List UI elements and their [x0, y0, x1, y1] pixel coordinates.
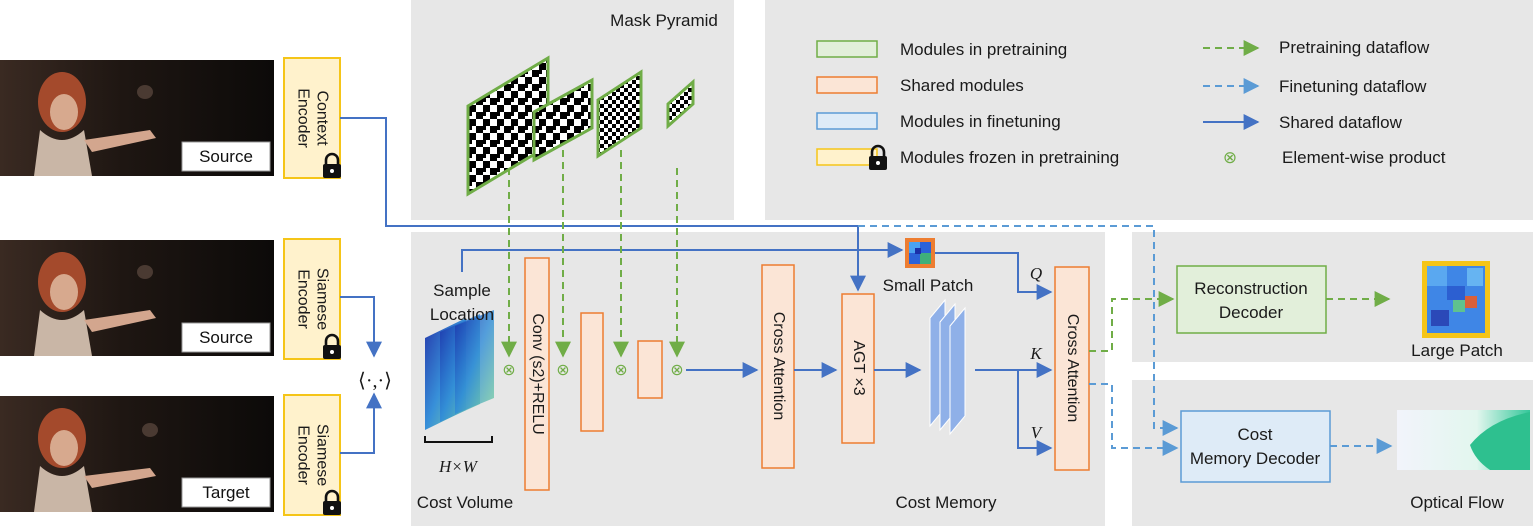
- siamese-encoder-1-label: SiameseEncoder: [294, 268, 330, 330]
- product-icon: ⊗: [614, 362, 627, 379]
- siamese-encoder-1: SiameseEncoder: [283, 238, 343, 361]
- k-label: K: [1029, 344, 1043, 363]
- mask-level-2: [532, 77, 594, 163]
- context-to-agt-arrow: [340, 117, 866, 292]
- context-encoder: ContextEncoder: [283, 57, 343, 180]
- query-arrow: [935, 252, 1053, 300]
- conv-label: Conv (s2)+RELU: [529, 313, 546, 434]
- mask-pyramid-title: Mask Pyramid: [610, 11, 718, 30]
- large-patch-label: Large Patch: [1411, 341, 1503, 360]
- legend-elementwise-product: Element-wise product: [1282, 148, 1446, 167]
- legend-panel: [765, 0, 1533, 220]
- siamese1-to-product-arrow: [340, 296, 382, 358]
- mask-level-4: [666, 78, 695, 130]
- to-reconstruction-arrow: [1089, 291, 1175, 352]
- to-cost-memory-decoder-arrow: [1089, 383, 1179, 456]
- legend-modules-finetuning: Modules in finetuning: [900, 112, 1061, 131]
- source-tag-2: Source: [199, 328, 253, 347]
- product-symbols: ⊗ ⊗ ⊗ ⊗: [502, 362, 683, 379]
- product-icon: ⊗: [556, 362, 569, 379]
- legend-shared-modules: Shared modules: [900, 76, 1024, 95]
- legend: Modules in pretraining Shared modules Mo…: [816, 38, 1446, 172]
- legend-modules-pretraining: Modules in pretraining: [900, 40, 1067, 59]
- product-icon: ⊗: [670, 362, 683, 379]
- source-image-2: Source: [0, 240, 274, 356]
- cross-attention-2: [1054, 266, 1090, 471]
- context-encoder-label: ContextEncoder: [294, 88, 330, 148]
- pyramid-block-3: [637, 340, 663, 399]
- value-arrow: [1017, 370, 1053, 456]
- target-tag: Target: [202, 483, 250, 502]
- legend-modules-frozen: Modules frozen in pretraining: [900, 148, 1119, 167]
- sample-location-arrow: [461, 242, 904, 272]
- main-panel: [411, 232, 1105, 526]
- legend-swatch-finetuning: [816, 112, 878, 130]
- sample-location-label-2: Location: [430, 305, 494, 324]
- product-icon: ⊗: [502, 362, 515, 379]
- legend-pretraining-dataflow: Pretraining dataflow: [1279, 38, 1430, 57]
- target-image: Target: [0, 396, 274, 512]
- hw-label: H×W: [438, 457, 479, 476]
- inner-product-symbol: ⟨·,·⟩: [358, 370, 392, 392]
- agt-block: [841, 293, 875, 444]
- mask-level-3: [596, 69, 643, 159]
- legend-shared-dataflow: Shared dataflow: [1279, 113, 1403, 132]
- cross-attention-1-label: Cross Attention: [770, 312, 787, 421]
- optical-flow-label: Optical Flow: [1410, 493, 1504, 512]
- legend-swatch-pretraining: [816, 40, 878, 58]
- v-label: V: [1031, 423, 1044, 442]
- siamese-encoder-2: SiameseEncoder: [283, 394, 343, 517]
- small-patch: [905, 238, 935, 268]
- source-tag-1: Source: [199, 147, 253, 166]
- agt-label: AGT ×3: [850, 340, 867, 395]
- cross-attention-2-label: Cross Attention: [1064, 314, 1081, 423]
- sample-location-label: Sample: [433, 281, 491, 300]
- siamese2-to-product-arrow: [340, 392, 382, 454]
- cross-attention-1: [761, 264, 795, 469]
- mask-pyramid: [466, 55, 695, 197]
- legend-finetuning-dataflow: Finetuning dataflow: [1279, 77, 1427, 96]
- cost-memory-stack: [929, 298, 966, 436]
- cost-memory-decoder: [1180, 410, 1331, 483]
- reconstruction-decoder: [1176, 265, 1327, 334]
- legend-swatch-frozen: [816, 148, 878, 166]
- conv-block: [524, 257, 550, 491]
- hw-bracket: [424, 436, 493, 443]
- large-patch: [1422, 261, 1490, 338]
- legend-product-icon: ⊗: [1223, 148, 1237, 167]
- legend-swatch-shared: [816, 76, 878, 94]
- siamese-encoder-2-label: SiameseEncoder: [294, 424, 330, 486]
- cost-memory-label: Cost Memory: [895, 493, 997, 512]
- q-label: Q: [1030, 264, 1042, 283]
- finetune-context-arrow: [858, 225, 1179, 436]
- source-image-1: Source: [0, 60, 274, 176]
- optical-flow-image: [1397, 410, 1530, 470]
- cost-volume-label: Cost Volume: [417, 493, 513, 512]
- pyramid-block-2: [580, 312, 604, 432]
- cost-volume: [425, 310, 494, 430]
- small-patch-label: Small Patch: [883, 276, 974, 295]
